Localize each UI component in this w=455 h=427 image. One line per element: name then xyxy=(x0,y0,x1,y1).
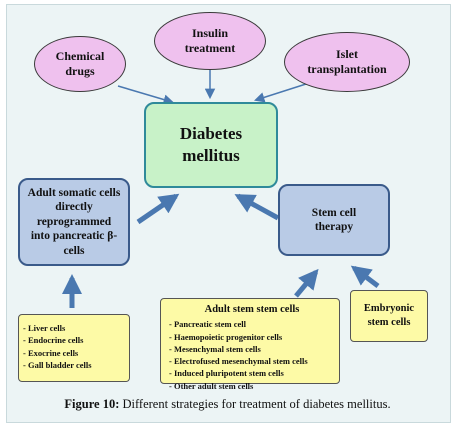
chemical-drugs-node: Chemical drugs xyxy=(34,36,126,92)
arrow-stemcell-to-diabetes xyxy=(234,193,280,221)
arrow-islet-to-diabetes xyxy=(253,83,307,103)
somatic-source-item: - Liver cells xyxy=(23,323,66,333)
adult-somatic-cells-label: Adult somatic cells directly reprogramme… xyxy=(27,187,121,257)
stem-cell-therapy-node: Stem cell therapy xyxy=(278,184,390,256)
diabetes-mellitus-label: Diabetes mellitus xyxy=(179,123,243,165)
adult-stem-cells-box: Adult stem stem cells - Pancreatic stem … xyxy=(160,298,340,391)
adult-stem-cell-item: - Mesenchymal stem cells xyxy=(169,343,261,354)
somatic-source-item: - Gall bladder cells xyxy=(23,359,92,370)
adult-stem-cell-item: - Other adult stem cells xyxy=(169,380,254,391)
somatic-source-item: - Endocrine cells xyxy=(23,335,84,346)
insulin-treatment-node: Insulin treatment xyxy=(154,12,266,70)
arrow-adultstem-to-stemcell xyxy=(294,268,319,298)
insulin-treatment-label: Insulin treatment xyxy=(184,26,236,55)
embryonic-stem-cells-label: Embryonic stem cells xyxy=(363,303,415,328)
adult-stem-cell-item: - Haemopoietic progenitor cells xyxy=(169,331,283,342)
arrow-embryonic-to-stemcell xyxy=(350,265,380,288)
caption-label: Figure 10: xyxy=(64,397,120,411)
adult-stem-cell-item: - Induced pluripotent stem cells xyxy=(169,368,284,379)
somatic-sources-box: - Liver cells - Endocrine cells - Exocri… xyxy=(18,314,130,382)
somatic-sources-list: - Liver cells - Endocrine cells - Exocri… xyxy=(23,322,125,371)
arrow-chemical-to-diabetes xyxy=(117,85,175,105)
figure-caption: Figure 10: Different strategies for trea… xyxy=(6,397,449,412)
islet-transplantation-label: Islet transplantation xyxy=(307,47,387,76)
caption-text: Different strategies for treatment of di… xyxy=(119,397,391,411)
somatic-source-item: - Exocrine cells xyxy=(23,347,79,358)
chemical-drugs-label: Chemical drugs xyxy=(55,49,105,78)
embryonic-stem-cells-node: Embryonic stem cells xyxy=(350,290,428,342)
adult-stem-cells-title: Adult stem stem cells xyxy=(204,304,300,315)
arrow-somatic-to-diabetes xyxy=(136,193,180,225)
diabetes-mellitus-node: Diabetes mellitus xyxy=(144,102,278,188)
islet-transplantation-node: Islet transplantation xyxy=(284,32,410,92)
adult-stem-cell-item: - Electrofused mesenchymal stem cells xyxy=(169,356,308,367)
adult-stem-cells-list: - Pancreatic stem cell - Haemopoietic pr… xyxy=(169,318,335,392)
adult-stem-cell-item: - Pancreatic stem cell xyxy=(169,319,247,330)
adult-somatic-cells-node: Adult somatic cells directly reprogramme… xyxy=(18,178,130,266)
stem-cell-therapy-label: Stem cell therapy xyxy=(311,206,357,233)
